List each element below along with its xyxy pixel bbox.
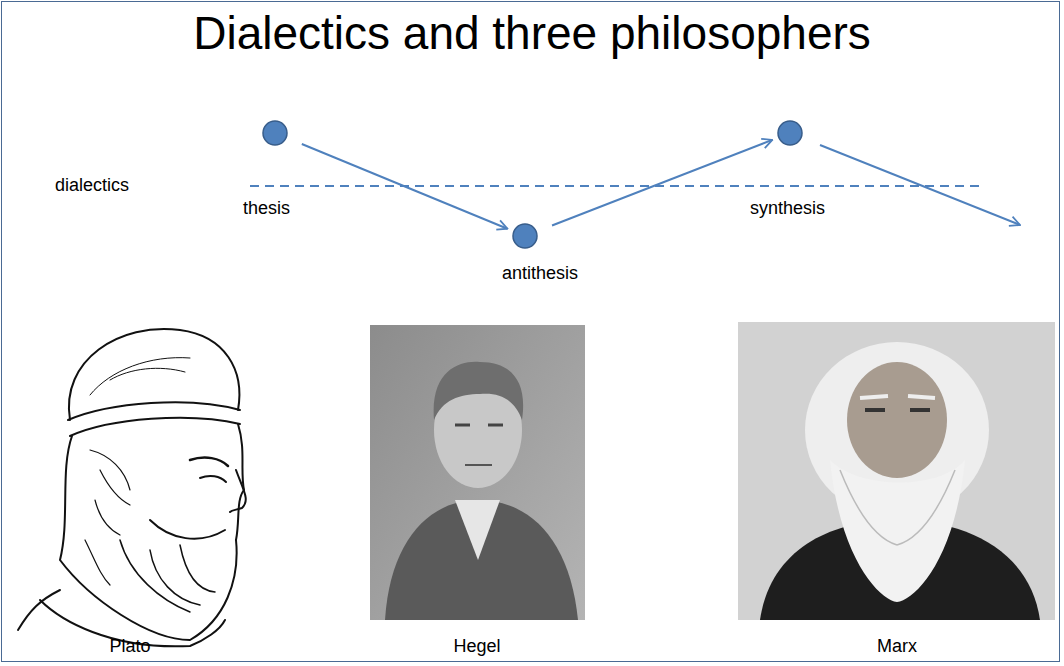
outgoing-arrow [820, 145, 1020, 225]
portrait-caption: Hegel [453, 636, 500, 658]
stage-label: thesis [243, 198, 290, 220]
circle-fill [513, 224, 537, 248]
marx-portrait [738, 322, 1055, 620]
stage-label: antithesis [502, 263, 578, 285]
axis-label: dialectics [55, 175, 129, 197]
plato-portrait [18, 329, 246, 646]
dialectic-arrow [302, 144, 508, 229]
dialectic-arrow [552, 140, 772, 226]
stage-circle: synthesis [777, 120, 803, 146]
stage-circle: thesis [262, 120, 288, 146]
circle-shape [512, 223, 538, 249]
portrait-caption: Marx [877, 636, 917, 658]
circle-fill [263, 121, 287, 145]
hegel-portrait [370, 325, 585, 620]
circle-shape [777, 120, 803, 146]
circle-shape [262, 120, 288, 146]
slide-title: Dialectics and three philosophers [0, 6, 1064, 60]
stage-circle: antithesis [512, 223, 538, 249]
stage-label: synthesis [750, 198, 825, 220]
dashed-axis [250, 185, 985, 187]
portrait-caption: Plato [109, 636, 150, 658]
circle-fill [778, 121, 802, 145]
